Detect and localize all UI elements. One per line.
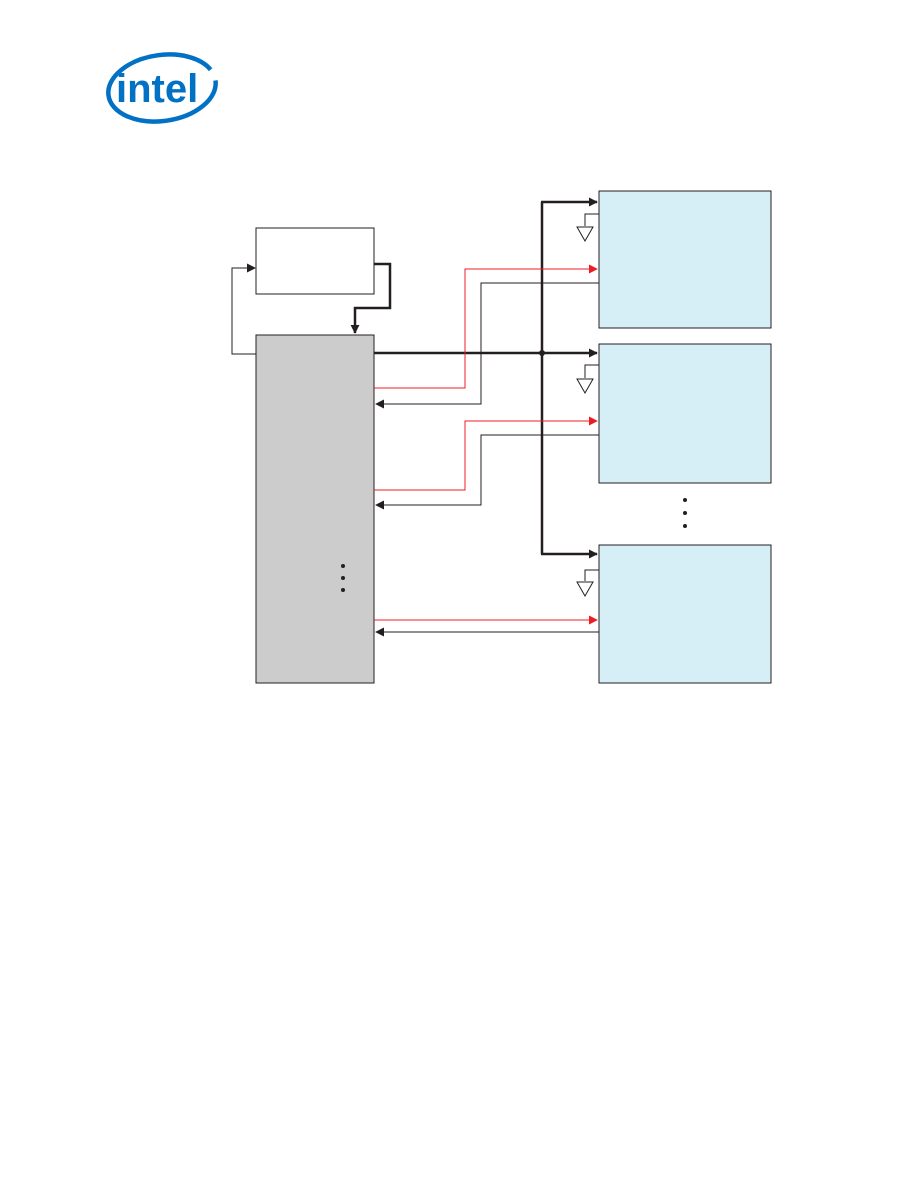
source-box	[255, 227, 375, 295]
ground-symbol-2	[576, 364, 599, 395]
logo-wordmark: intel	[116, 67, 198, 111]
device-box-1	[598, 190, 772, 329]
feedback-line	[231, 263, 256, 355]
data-line-2	[374, 416, 598, 491]
bus-junction-dot	[539, 350, 545, 356]
device-ellipsis	[683, 498, 687, 528]
source-to-controller-line	[350, 262, 392, 334]
return-line-2	[375, 434, 599, 510]
controller-box	[255, 334, 375, 684]
data-line-1	[374, 264, 598, 389]
device-box-2	[598, 343, 772, 484]
return-line-1	[375, 282, 599, 409]
ground-symbol-3	[576, 569, 599, 598]
intel-logo: intel	[106, 52, 218, 124]
device-box-3	[598, 544, 772, 684]
ground-symbol-1	[576, 213, 599, 243]
controller-ellipsis	[341, 564, 345, 592]
